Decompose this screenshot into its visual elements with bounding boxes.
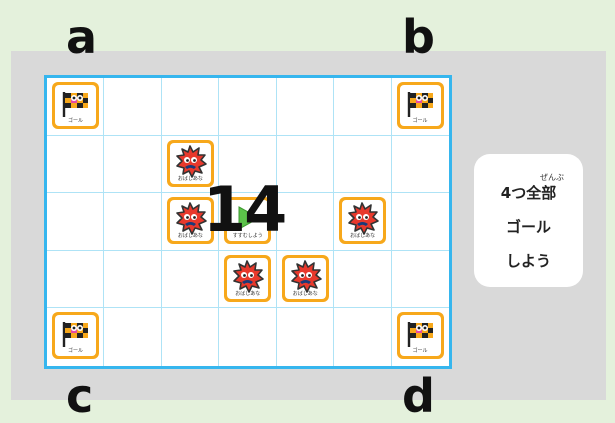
instruction-card: ぜんぶ 4つ全部 ゴール しよう [474,154,583,287]
board-cell [162,308,219,366]
goal-tile-face: ゴール [400,315,441,356]
goal-tile-face: ゴール [55,85,96,126]
instruction-line-2: ゴール [474,216,583,237]
board-cell [334,136,391,194]
corner-label-d: d [402,373,435,419]
monster-caption: おばしあな [285,290,326,297]
board-cell: ゴール [47,78,104,136]
board-cell [277,193,334,251]
board-cell [277,78,334,136]
goal-caption: ゴール [55,347,96,354]
goal-tile: ゴール [52,82,99,129]
move-count: 14 [203,179,285,241]
goal-caption: ゴール [400,347,441,354]
monster-tile: おばしあな [282,255,329,302]
goal-tile: ゴール [397,312,444,359]
goal-caption: ゴール [400,117,441,124]
board-cell: ゴール [392,78,449,136]
monster-tile-face: おばしあな [342,200,383,241]
board-cell [47,136,104,194]
board-cell [47,251,104,309]
goal-tile: ゴール [52,312,99,359]
board-cell: ゴール [392,308,449,366]
board-cell [392,193,449,251]
monster-tile: おばしあな [224,255,271,302]
board-cell [219,308,276,366]
board-cell [219,78,276,136]
board-cell: おばしあな [277,251,334,309]
goal-tile: ゴール [397,82,444,129]
board-cell [392,136,449,194]
monster-tile: おばしあな [339,197,386,244]
goal-tile-face: ゴール [55,315,96,356]
goal-caption: ゴール [55,117,96,124]
board-cell [334,251,391,309]
corner-label-b: b [402,14,435,60]
instruction-line-1: 4つ全部 [474,182,583,203]
board-cell [277,136,334,194]
board-cell: おばしあな [334,193,391,251]
corner-label-c: c [66,373,93,419]
board-cell [334,78,391,136]
board-cell [104,136,161,194]
corner-label-a: a [66,14,97,60]
board-cell: おばしあな [219,251,276,309]
goal-tile-face: ゴール [400,85,441,126]
board-cell [104,78,161,136]
board-cell [47,193,104,251]
board-cell [104,308,161,366]
monster-caption: おばしあな [227,290,268,297]
monster-tile-face: おばしあな [227,258,268,299]
board-cell [162,251,219,309]
monster-tile-face: おばしあな [285,258,326,299]
board-cell [162,78,219,136]
monster-caption: おばしあな [342,232,383,239]
board-cell [104,193,161,251]
board-cell [277,308,334,366]
instruction-line-3: しよう [474,250,583,271]
board-cell [104,251,161,309]
board-cell [392,251,449,309]
board-cell [334,308,391,366]
board-cell: ゴール [47,308,104,366]
